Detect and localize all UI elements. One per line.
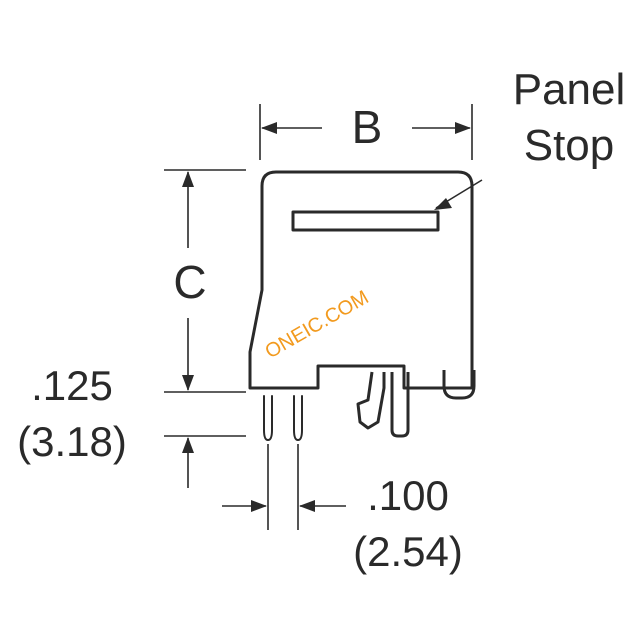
panel-stop-slot	[291, 210, 440, 232]
watermark-text: ONEIC.COM	[261, 286, 372, 363]
panel-stop-label-line1: Panel	[513, 65, 626, 114]
dim-c-arrow-top	[182, 171, 194, 187]
dim-c-arrow-bottom	[182, 375, 194, 391]
pin-1	[263, 395, 273, 441]
retention-post	[390, 372, 410, 438]
panel-stop-label-line2: Stop	[524, 121, 615, 170]
dim-pitch-arrow-left	[251, 500, 267, 512]
pin-length-mm-label: (3.18)	[17, 418, 127, 465]
pin-pitch-mm-label: (2.54)	[353, 528, 463, 575]
dim-pin-arrow	[182, 437, 194, 453]
pin-length-inch-label: .125	[31, 362, 113, 409]
dim-b-label: B	[352, 101, 383, 153]
dim-pitch-arrow-right	[299, 500, 315, 512]
retention-latch	[356, 371, 386, 430]
dim-c-label: C	[173, 256, 206, 308]
pin-2	[293, 395, 303, 441]
connector-bump	[442, 370, 476, 400]
panel-stop-leader-arrow	[434, 198, 452, 210]
dim-b-arrow-left	[261, 122, 277, 134]
dim-b-arrow-right	[455, 122, 471, 134]
pin-pitch-inch-label: .100	[367, 472, 449, 519]
connector-body-outline	[248, 170, 474, 390]
